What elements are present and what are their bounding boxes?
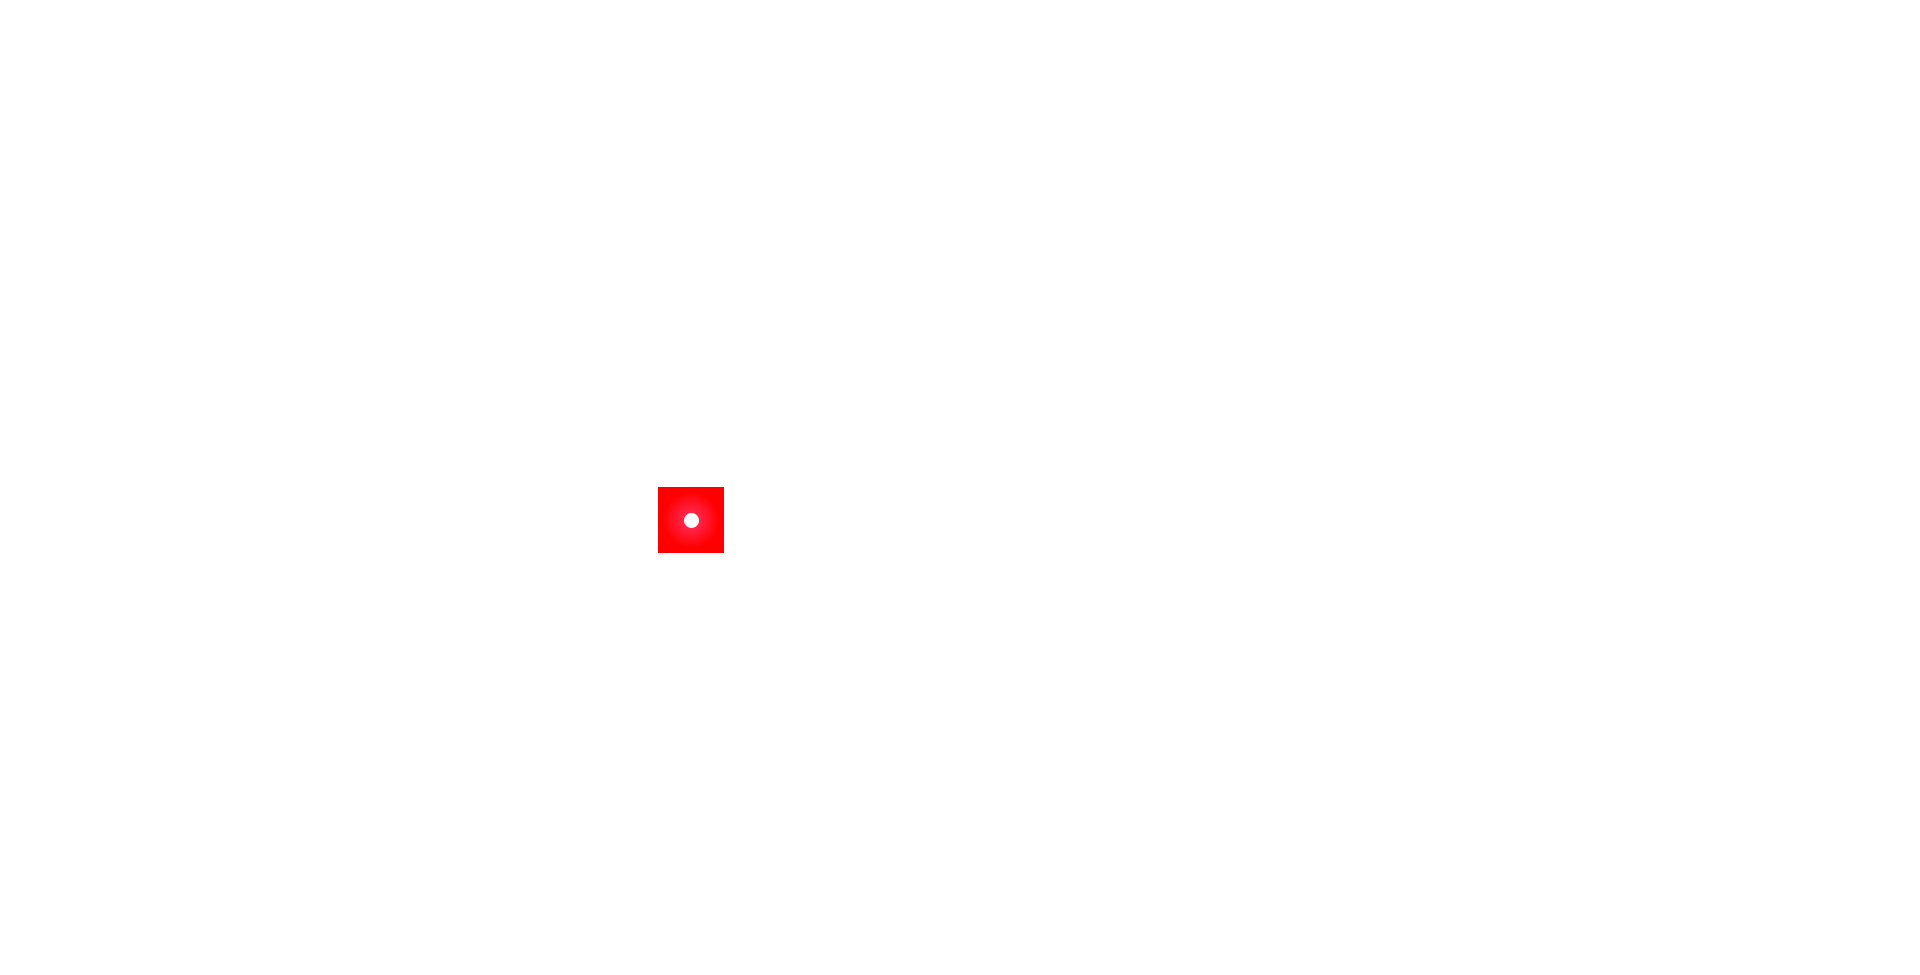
click-target-marker-icon[interactable] <box>658 487 724 553</box>
target-center-dot <box>683 512 699 528</box>
